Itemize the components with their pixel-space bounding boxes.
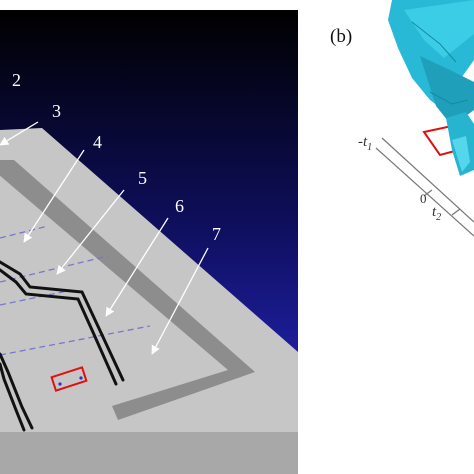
- callout-label-2: 2: [12, 70, 21, 90]
- callout-arrow-4: [23, 149, 85, 243]
- dashed-line: [0, 325, 151, 356]
- axis-line: [381, 137, 474, 223]
- callout-label-5: 5: [138, 168, 147, 188]
- callout-label-7: 7: [212, 224, 221, 244]
- callout-label-6: 6: [175, 196, 184, 216]
- callout-arrow-6: [105, 217, 169, 317]
- surface-fold: [420, 56, 474, 126]
- conductor-line: [0, 268, 118, 386]
- panel-b: (b) -t1 0 t2: [330, 0, 474, 237]
- swallowtail-surface: [388, 0, 474, 176]
- callout-label-3: 3: [52, 101, 61, 121]
- callout-arrow-7: [151, 247, 209, 355]
- surface-highlight: [404, 0, 474, 58]
- callout-labels: 2 3 4 5 6 7: [12, 70, 221, 244]
- axis-tick: [451, 208, 461, 216]
- conductor-line: [0, 260, 125, 382]
- callout-arrow-3: [0, 121, 39, 146]
- dashed-line: [0, 225, 49, 239]
- panel-b-label: (b): [330, 26, 352, 47]
- marker-dot: [79, 376, 83, 380]
- red-rectangle: [50, 366, 88, 392]
- conductor-line: [0, 362, 26, 432]
- substrate-side: [0, 430, 298, 474]
- panel-a: 2 3 4 5 6 7: [0, 10, 298, 474]
- axis-lines: [375, 137, 474, 237]
- conductor-lines: [0, 260, 125, 432]
- callout-arrow-5: [56, 189, 125, 275]
- axis-tick: [423, 189, 433, 197]
- axis-line: [375, 147, 474, 237]
- surface-crease: [429, 91, 469, 105]
- callout-arrows: [0, 121, 209, 355]
- axis-label-neg-t1: -t1: [358, 134, 372, 153]
- track: [0, 160, 255, 420]
- surface-crease: [411, 21, 457, 63]
- dashed-line: [0, 289, 73, 306]
- callout-label-4: 4: [93, 132, 102, 152]
- conductor-line: [0, 352, 34, 430]
- axis-label-zero: 0: [420, 191, 427, 206]
- axis-label-t2: t2: [432, 204, 441, 223]
- dashed-lines: [0, 225, 151, 356]
- marker-dot: [58, 382, 62, 386]
- surface-shine: [452, 136, 470, 172]
- dashed-line: [0, 255, 109, 283]
